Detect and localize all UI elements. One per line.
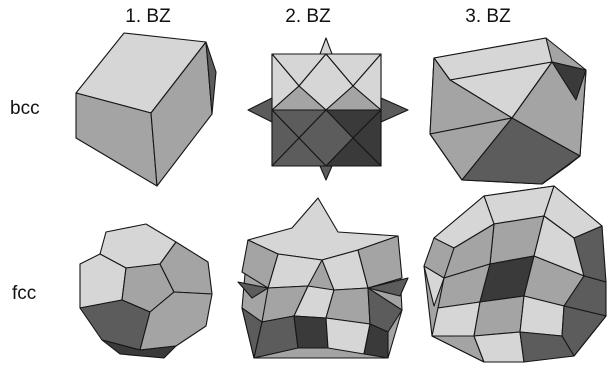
bcc-3bz-cube-pyramids [430, 38, 586, 184]
fcc-3bz-complex-polyhedron [424, 186, 606, 362]
bcc-1bz-rhombic-dodecahedron [72, 30, 218, 186]
column-header-2bz: 2. BZ [248, 6, 368, 28]
column-header-3bz: 3. BZ [428, 6, 548, 28]
fcc-1bz-truncated-octahedron [76, 224, 214, 358]
fcc-2bz-star-polyhedron [238, 198, 408, 360]
column-header-1bz: 1. BZ [88, 6, 208, 28]
row-label-bcc: bcc [10, 98, 40, 120]
row-label-fcc: fcc [12, 283, 36, 305]
bcc-2bz-stellated-cube [248, 38, 408, 180]
